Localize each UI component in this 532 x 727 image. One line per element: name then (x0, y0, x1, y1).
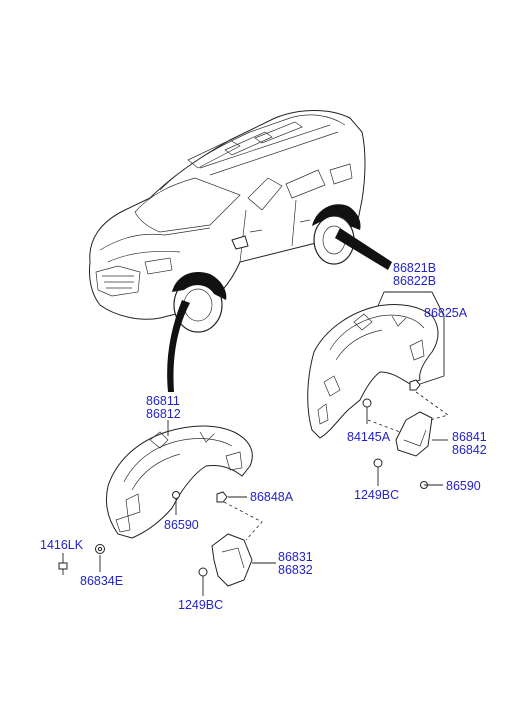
label-front-mudguard-a: 86831 (278, 550, 313, 564)
rear-nut-top-icon (409, 379, 421, 391)
label-rear-nut: 86590 (446, 479, 481, 493)
bolt-icon (58, 562, 68, 575)
rear-wheel-liner (307, 303, 439, 439)
rear-callout-wedge (335, 228, 392, 270)
label-bolt: 1416LK (40, 538, 84, 552)
label-rear-liner-b: 86822B (393, 274, 436, 288)
label-front-nut-lower: 86848A (250, 490, 294, 504)
front-callout-arc (167, 300, 190, 392)
front-screw-icon (198, 567, 208, 583)
front-nut-lower-icon (216, 491, 228, 503)
rear-clip-icon (362, 398, 372, 413)
vehicle-illustration (89, 110, 366, 333)
label-rear-mudguard-a: 86841 (452, 430, 487, 444)
front-nut-upper-icon (172, 491, 180, 499)
label-rear-screw: 1249BC (354, 488, 399, 502)
front-mudguard (211, 533, 253, 587)
label-front-liner-a: 86811 (146, 394, 180, 408)
label-front-nut-upper: 86590 (164, 518, 199, 532)
washer-icon (95, 544, 105, 554)
label-front-liner-b: 86812 (146, 407, 181, 421)
label-washer: 86834E (80, 574, 123, 588)
label-rear-liner-a: 86821B (393, 261, 436, 275)
label-rear-clip: 84145A (347, 430, 391, 444)
label-front-mudguard-b: 86832 (278, 563, 313, 577)
front-wheel-liner (105, 425, 253, 539)
label-front-screw: 1249BC (178, 598, 223, 612)
rear-screw-icon (373, 458, 383, 474)
rear-mudguard (395, 411, 433, 457)
label-rear-liner-part: 86825A (424, 306, 468, 320)
label-rear-mudguard-b: 86842 (452, 443, 487, 457)
